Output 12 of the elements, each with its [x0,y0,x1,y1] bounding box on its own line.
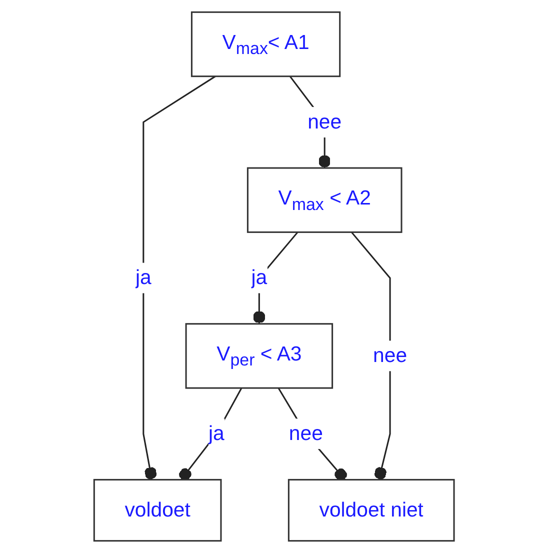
node-box [246,167,402,233]
edge-label: nee [308,110,342,134]
node-box [288,478,455,542]
node-box [93,478,222,542]
connector [350,232,391,480]
edge-label: nee [288,422,323,446]
node-box [185,323,333,389]
connector [278,388,347,481]
connector [178,388,242,481]
connector [142,76,216,480]
node-box [190,11,341,78]
edge-label: nee [372,344,407,368]
